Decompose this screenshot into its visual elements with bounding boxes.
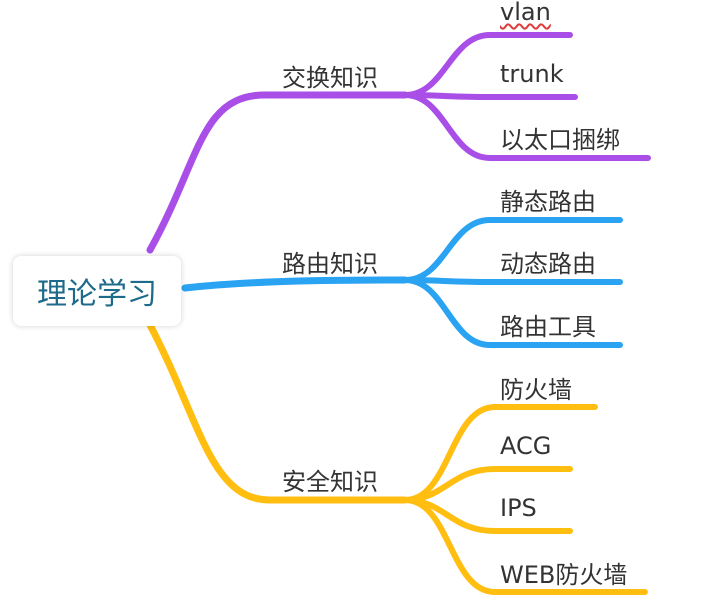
leaf-vlan[interactable]: vlan: [500, 0, 551, 26]
leaf-ips[interactable]: IPS: [500, 494, 537, 522]
leaf-trunk[interactable]: trunk: [500, 60, 564, 88]
branch-switching[interactable]: 交换知识: [282, 64, 378, 92]
root-node[interactable]: 理论学习: [13, 256, 181, 326]
leaf-dynamic-routing[interactable]: 动态路由: [500, 250, 596, 278]
connector-leaf-lag: [402, 92, 651, 161]
connector-leaf-tools: [402, 277, 623, 348]
leaf-firewall[interactable]: 防火墙: [500, 376, 572, 404]
leaf-routing-tools[interactable]: 路由工具: [500, 313, 596, 341]
connector-leaf-dynamic: [402, 277, 623, 285]
leaf-acg[interactable]: ACG: [500, 432, 552, 460]
leaf-web-firewall[interactable]: WEB防火墙: [500, 561, 628, 589]
leaf-port-aggregation[interactable]: 以太口捆绑: [500, 126, 620, 154]
connector-root-routing: [181, 276, 409, 292]
root-label: 理论学习: [37, 277, 157, 312]
branch-security[interactable]: 安全知识: [282, 468, 378, 496]
connector-root-switching: [146, 91, 409, 254]
connector-leaf-trunk: [402, 92, 578, 100]
leaf-static-routing[interactable]: 静态路由: [500, 188, 596, 216]
branch-routing[interactable]: 路由知识: [282, 250, 378, 278]
connector-root-security: [146, 321, 409, 504]
connector-leaf-waf: [402, 497, 648, 595]
